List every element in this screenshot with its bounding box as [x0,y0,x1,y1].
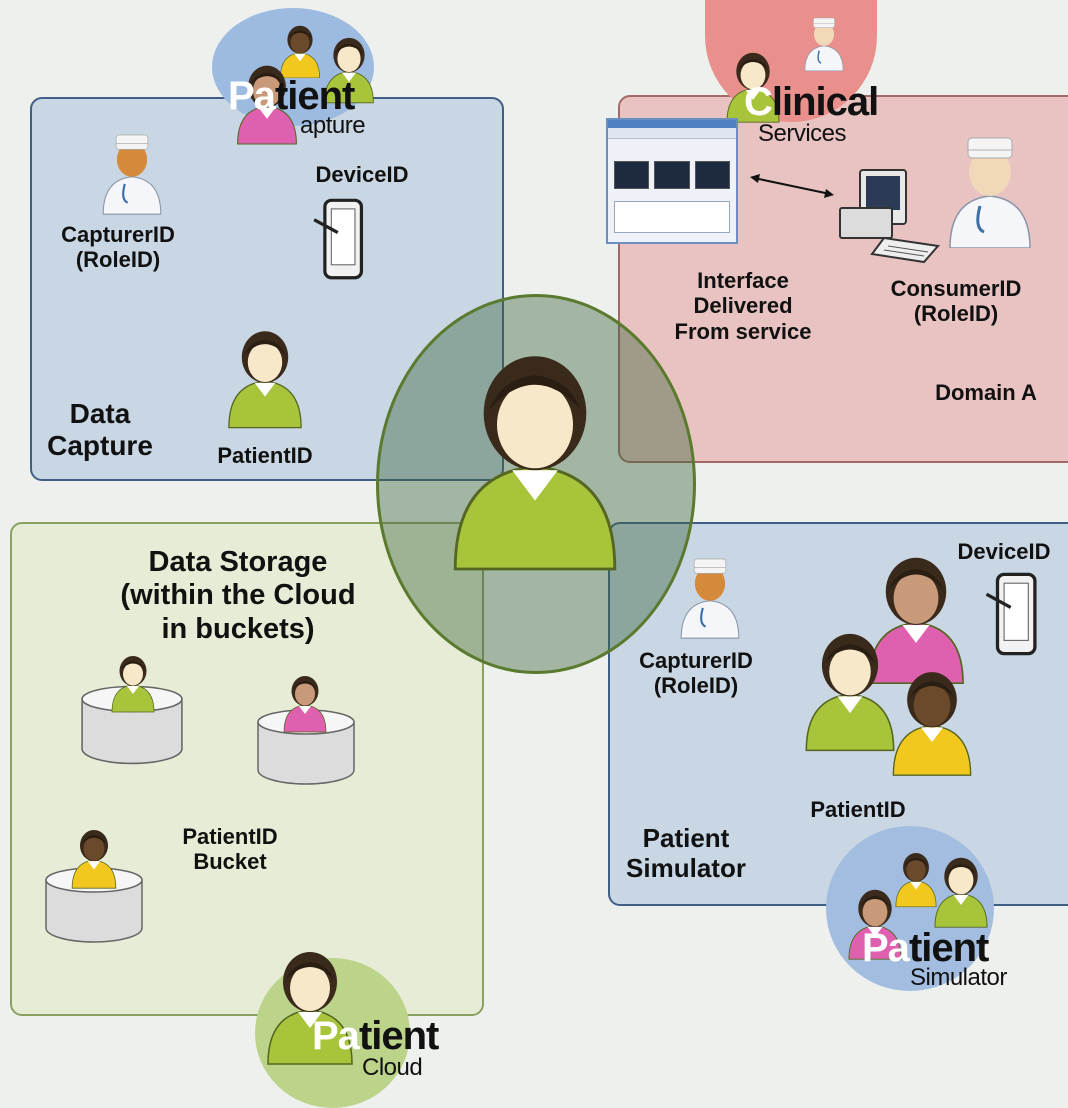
patient-capture-badge-subtitle: apture [300,112,366,139]
simulator-yellow-patient-icon [892,671,972,776]
capture-device-label: DeviceID [315,162,409,187]
central-patient-icon [453,354,617,571]
computer-workstation-icon [839,169,940,264]
badge-title-rest: linical [771,80,879,124]
sim-badge-green-icon [934,857,988,928]
service-interface-window [606,118,738,244]
patient-simulator-badge-subtitle: Simulator [910,964,1007,991]
badge-title-rest: tient [358,1014,439,1058]
monitor-panel-3 [694,161,730,189]
consumer-surgeon-icon [948,136,1032,248]
patient-simulator-badge-title: Patient [862,926,989,971]
capture-capturer-label: CapturerID (RoleID) [61,222,175,273]
monitor-panel-1 [614,161,650,189]
data-capture-title: Data Capture [47,398,153,462]
window-monitors [608,139,736,193]
simulator-capturer-doctor-icon [679,557,741,640]
bucket-1-patient-icon [111,655,155,713]
badge-title-highlight: Pa [862,926,910,970]
patient-simulator-title: Patient Simulator [626,823,746,883]
capture-patient-icon [228,330,302,429]
capturer-doctor-icon [101,133,163,216]
window-titlebar [608,120,736,128]
badge-title-highlight: Pa [312,1014,360,1058]
simulator-patient-label: PatientID [810,797,906,822]
patient-cloud-badge-subtitle: Cloud [362,1054,423,1081]
domain-a-label: Domain A [935,380,1037,405]
capture-patient-label: PatientID [217,443,313,468]
patient-bucket-label: PatientID Bucket [182,824,278,875]
badge-title-highlight: Pa [228,74,276,118]
monitor-panel-2 [654,161,690,189]
simulator-device-label: DeviceID [957,539,1051,564]
badge-title-rest: tient [908,926,989,970]
surgeon-small-icon [803,17,845,72]
patient-cloud-badge-title: Patient [312,1014,439,1059]
bucket-2-patient-icon [283,675,327,733]
simulator-tablet-icon [984,572,1037,656]
consumer-label: ConsumerID (RoleID) [890,276,1022,327]
simulator-capturer-label: CapturerID (RoleID) [639,648,753,699]
interface-delivered-label: Interface Delivered From service [674,268,812,344]
bucket-3-patient-icon [71,829,117,889]
badge-title-rest: tient [274,74,355,118]
window-toolbar [608,128,736,139]
badge-title-highlight: C [744,80,773,124]
clinical-services-badge-title: Clinical [744,80,879,125]
bidirectional-arrow [750,174,834,198]
patient-capture-badge-title: Patient [228,74,355,119]
capture-tablet-icon [312,198,364,280]
data-storage-title: Data Storage (within the Cloud in bucket… [120,546,356,645]
window-table [614,201,730,233]
clinical-services-badge-subtitle: Services [758,120,847,147]
